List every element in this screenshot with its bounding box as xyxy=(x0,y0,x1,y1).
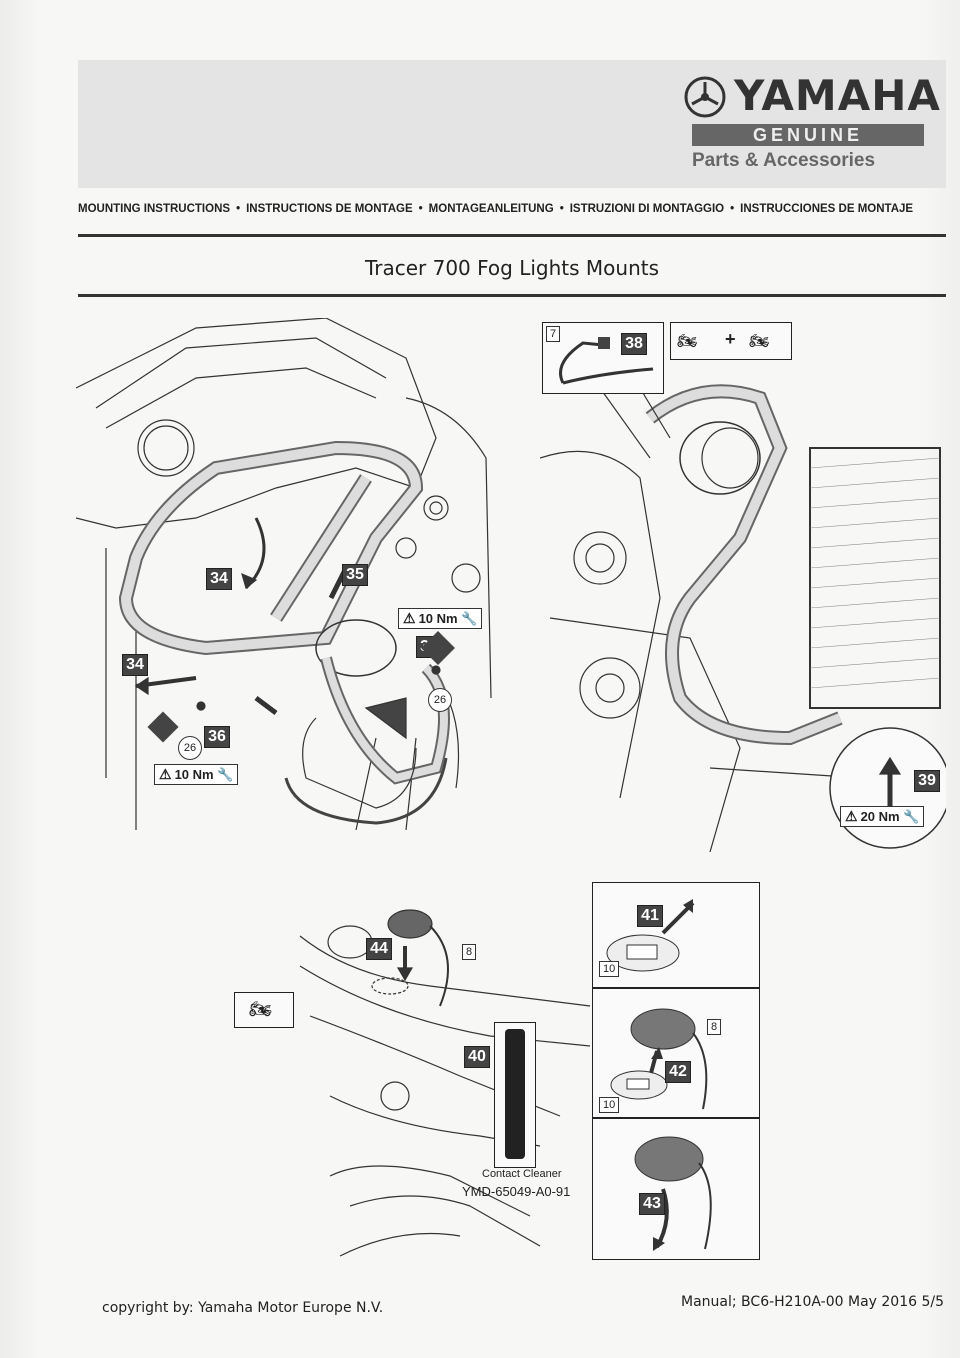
motorcycle-icon: 🏍 xyxy=(249,999,272,1019)
page-title: Tracer 700 Fog Lights Mounts xyxy=(364,256,660,280)
right-panel-drawing xyxy=(540,384,946,852)
instructions-it: ISTRUZIONI DI MONTAGGIO xyxy=(569,203,725,215)
brand-parts-accessories: Parts & Accessories xyxy=(692,150,876,171)
peel-tape-icon xyxy=(606,899,695,972)
instructions-en: MOUNTING INSTRUCTIONS xyxy=(78,203,231,215)
step-35-callout: 35 xyxy=(342,564,368,586)
cable-tie-icon xyxy=(559,337,654,385)
step-38-callout: 38 xyxy=(621,333,647,355)
ref-26-left: 26 xyxy=(178,736,202,760)
product-label: Contact Cleaner xyxy=(482,1168,562,1180)
ref-26-right: 26 xyxy=(428,688,452,712)
step-36-callout: 36 xyxy=(204,726,230,748)
two-bikes-box: 🏍 + 🏍 xyxy=(670,322,792,360)
right-illustration: 7 38 🏍 + 🏍 39 ⚠20 Nm 🔧 xyxy=(540,318,946,852)
bottom-illustration: 8 44 40 Contact Cleaner YMD-65049-A0-91 … xyxy=(230,876,766,1270)
attach-switch-icon xyxy=(610,1008,708,1110)
step-40-callout: 40 xyxy=(464,1046,490,1068)
step-41-callout: 41 xyxy=(637,905,663,927)
left-panel-drawing xyxy=(76,318,492,830)
left-illustration: 34 35 34 36 37 ⚠10 Nm 🔧 ⚠10 Nm 🔧 26 26 xyxy=(76,318,496,830)
step-39-callout: 39 xyxy=(914,770,940,792)
divider-title xyxy=(78,294,946,297)
torque-wrench-icon: 🔧 xyxy=(217,767,234,782)
tuning-fork-emblem-icon xyxy=(684,76,726,118)
bottom-panel-drawing xyxy=(299,909,591,1257)
warning-icon: ⚠ xyxy=(159,766,172,782)
divider-top xyxy=(78,234,946,237)
step-34b-callout: 34 xyxy=(122,654,148,676)
brand-name: YAMAHA xyxy=(734,71,941,120)
instructions-fr: INSTRUCTIONS DE MONTAGE xyxy=(246,203,413,215)
step-34-callout: 34 xyxy=(206,568,232,590)
torque-c-value: 20 Nm xyxy=(860,809,900,824)
spray-can-box xyxy=(494,1022,536,1168)
step-42-callout: 42 xyxy=(665,1061,691,1083)
instructions-es: INSTRUCCIONES DE MONTAJE xyxy=(740,203,914,215)
warning-icon: ⚠ xyxy=(403,610,416,626)
torque-label-b: ⚠10 Nm 🔧 xyxy=(154,764,239,785)
step-44-callout: 44 xyxy=(366,938,392,960)
step-42-box: 8 42 10 xyxy=(592,988,760,1118)
step-41-box: 41 10 xyxy=(592,882,760,988)
plus-sign: + xyxy=(725,329,736,349)
press-switch-icon xyxy=(634,1136,712,1251)
instructions-de: MONTAGEANLEITUNG xyxy=(428,203,554,215)
torque-b-value: 10 Nm xyxy=(174,767,214,782)
ref-10-a: 10 xyxy=(599,961,620,977)
manual-reference: Manual; BC6-H210A-00 May 2016 5/5 xyxy=(681,1294,944,1310)
cable-tie-box: 7 38 xyxy=(542,322,664,394)
motorcycle-side-box: 🏍 xyxy=(234,992,294,1028)
torque-label-c: ⚠20 Nm 🔧 xyxy=(840,806,925,827)
motorcycle-right-icon: 🏍 xyxy=(749,333,770,350)
ref-10-b: 10 xyxy=(599,1097,620,1113)
ref-8-box: 8 xyxy=(707,1019,722,1035)
instructions-languages: MOUNTING INSTRUCTIONS•INSTRUCTIONS DE MO… xyxy=(78,203,914,215)
torque-wrench-icon: 🔧 xyxy=(903,809,920,824)
copyright: copyright by: Yamaha Motor Europe N.V. xyxy=(102,1300,384,1316)
brand-genuine: GENUINE xyxy=(692,124,924,146)
yamaha-logo: YAMAHA GENUINE Parts & Accessories xyxy=(682,72,940,182)
torque-wrench-icon: 🔧 xyxy=(461,611,478,626)
warning-icon: ⚠ xyxy=(845,808,858,824)
torque-label-a: ⚠10 Nm 🔧 xyxy=(398,608,483,629)
motorcycle-left-icon: 🏍 xyxy=(677,333,698,350)
step-43-box: 43 xyxy=(592,1118,760,1260)
spray-can-icon xyxy=(505,1029,525,1159)
torque-a-value: 10 Nm xyxy=(418,611,458,626)
ref-7: 7 xyxy=(546,326,561,342)
product-code: YMD-65049-A0-91 xyxy=(462,1184,571,1199)
step-43-callout: 43 xyxy=(639,1193,665,1215)
ref-8-bottom: 8 xyxy=(462,944,477,960)
